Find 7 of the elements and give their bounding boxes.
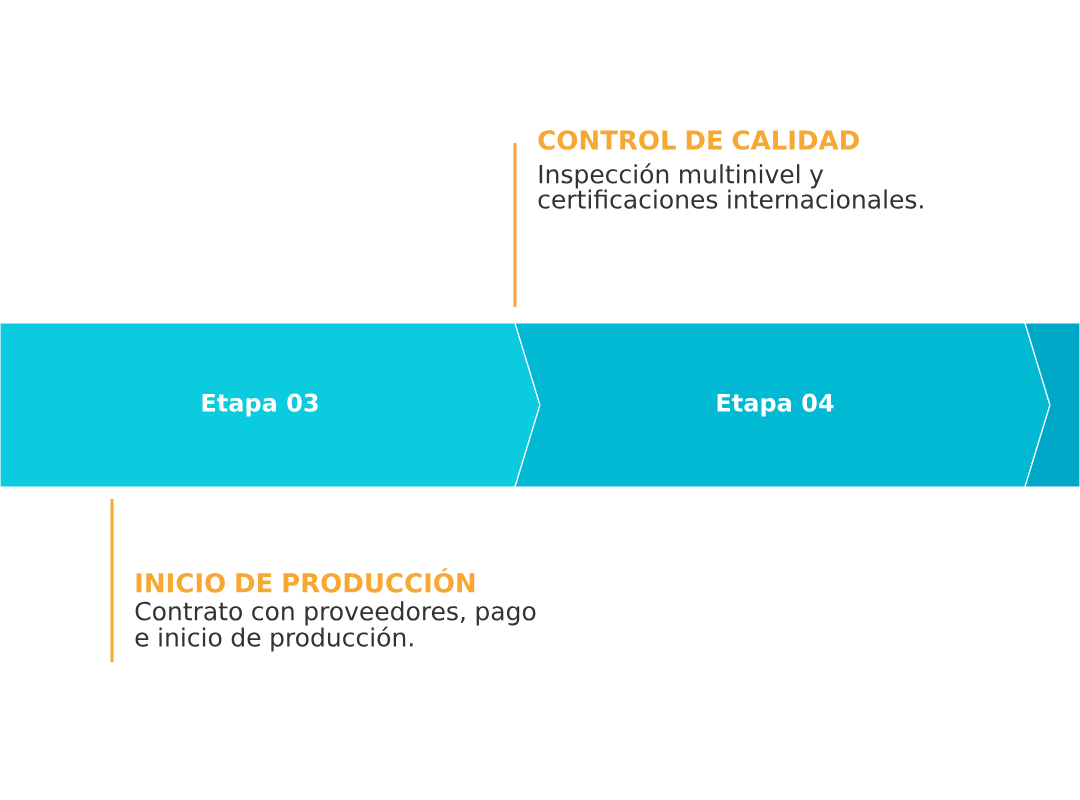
step-description: Contrato con proveedores, pago e inicio de producción. — [135, 601, 536, 652]
chevron-segment — [1024, 322, 1080, 488]
chevron-band: Etapa 03 — [0, 322, 541, 488]
step-heading: INICIO DE PRODUCCIÓN — [136, 568, 475, 593]
step-heading: CONTROL DE CALIDAD — [538, 130, 859, 150]
step-description: Inspección multinivel y certificaciones internacionales. — [538, 163, 923, 209]
chevron-band: Etapa 04 — [514, 322, 1051, 488]
